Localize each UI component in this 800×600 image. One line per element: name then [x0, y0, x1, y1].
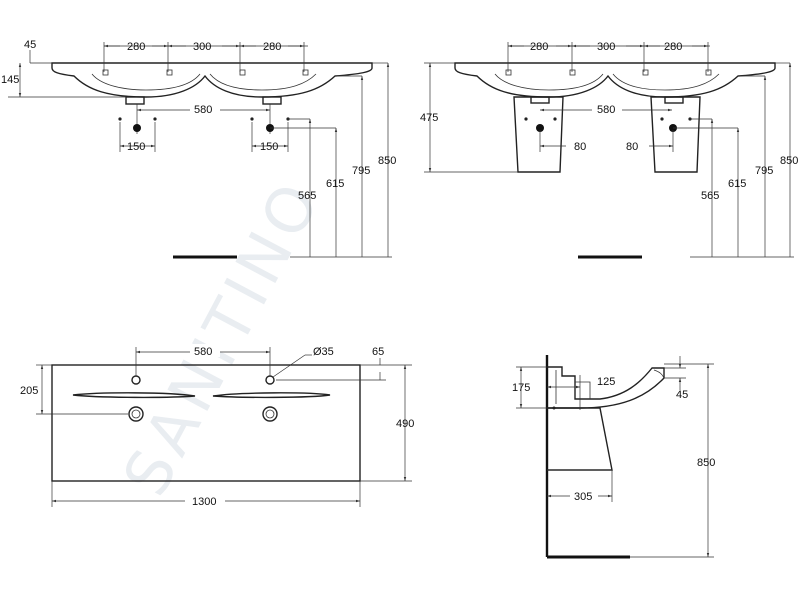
dim-615: 615 [728, 178, 746, 190]
dim-diameter-35: Ø35 [313, 346, 334, 358]
dim-580: 580 [194, 346, 212, 358]
dim-615: 615 [326, 178, 344, 190]
dim-795: 795 [755, 165, 773, 177]
dim-565: 565 [701, 190, 719, 202]
dim-45: 45 [676, 389, 688, 401]
dim-475: 475 [420, 112, 438, 124]
dim-45: 45 [24, 39, 36, 51]
dim-280-left: 280 [530, 41, 548, 53]
dim-205: 205 [20, 385, 38, 397]
dim-795: 795 [352, 165, 370, 177]
dim-125: 125 [597, 376, 615, 388]
watermark: SANITINO [109, 166, 336, 507]
dim-580: 580 [597, 104, 615, 116]
dim-280-right: 280 [263, 41, 281, 53]
dim-850: 850 [697, 457, 715, 469]
dim-850: 850 [780, 155, 798, 167]
dim-300: 300 [597, 41, 615, 53]
dim-65: 65 [372, 346, 384, 358]
dim-145: 145 [1, 74, 19, 86]
dim-300: 300 [193, 41, 211, 53]
front-view-wall-mounted: 280 300 280 45 145 580 150 150 [1, 39, 396, 259]
dim-490: 490 [396, 418, 414, 430]
dim-580: 580 [194, 104, 212, 116]
dim-280-left: 280 [127, 41, 145, 53]
front-view-with-pedestals: 280 300 280 475 580 80 80 565 [420, 41, 798, 259]
dim-80-left: 80 [574, 141, 586, 153]
dim-1300: 1300 [192, 496, 216, 508]
dim-80-right: 80 [626, 141, 638, 153]
dim-150-right: 150 [260, 141, 278, 153]
dim-850: 850 [378, 155, 396, 167]
dim-565: 565 [298, 190, 316, 202]
plan-view: 580 Ø35 65 205 490 1300 [20, 344, 414, 508]
dim-175: 175 [512, 382, 530, 394]
side-section-view: 175 125 45 850 305 [512, 355, 715, 559]
dim-280-right: 280 [664, 41, 682, 53]
dim-305: 305 [574, 491, 592, 503]
dim-150-left: 150 [127, 141, 145, 153]
